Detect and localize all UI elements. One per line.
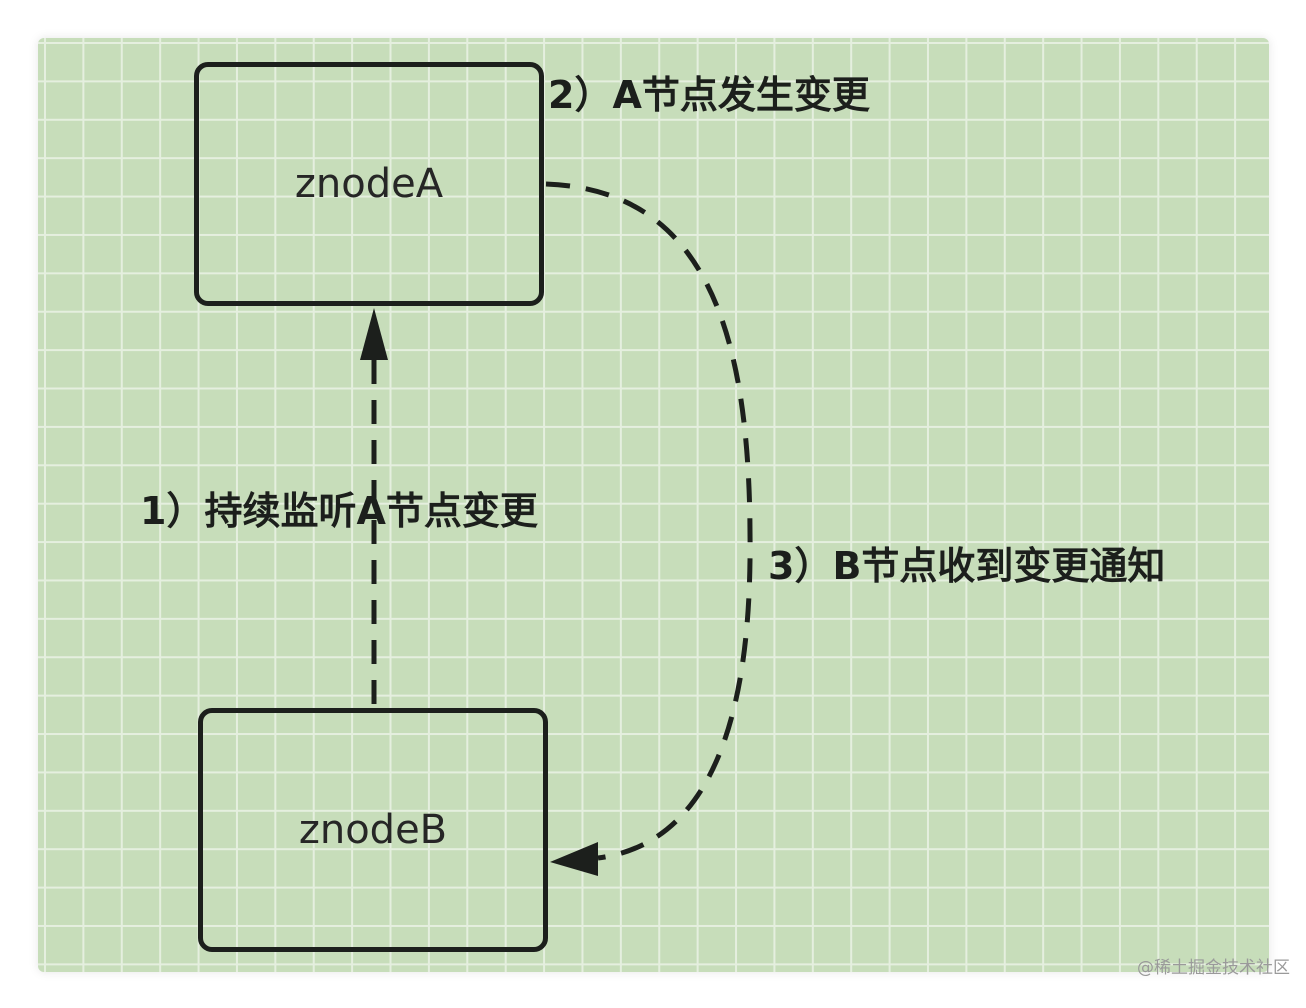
edge-label-watch: 1）持续监听A节点变更	[140, 489, 538, 533]
edge-label-notify: 3）B节点收到变更通知	[768, 544, 1166, 588]
znode-a-box[interactable]: znodeA	[194, 62, 544, 306]
znode-a-label: znodeA	[294, 161, 444, 207]
annotation-a-change: 2）A节点发生变更	[548, 73, 870, 117]
source-watermark: @稀土掘金技术社区	[1137, 958, 1290, 978]
znode-b-box[interactable]: znodeB	[198, 708, 548, 952]
znode-b-label: znodeB	[298, 807, 448, 853]
